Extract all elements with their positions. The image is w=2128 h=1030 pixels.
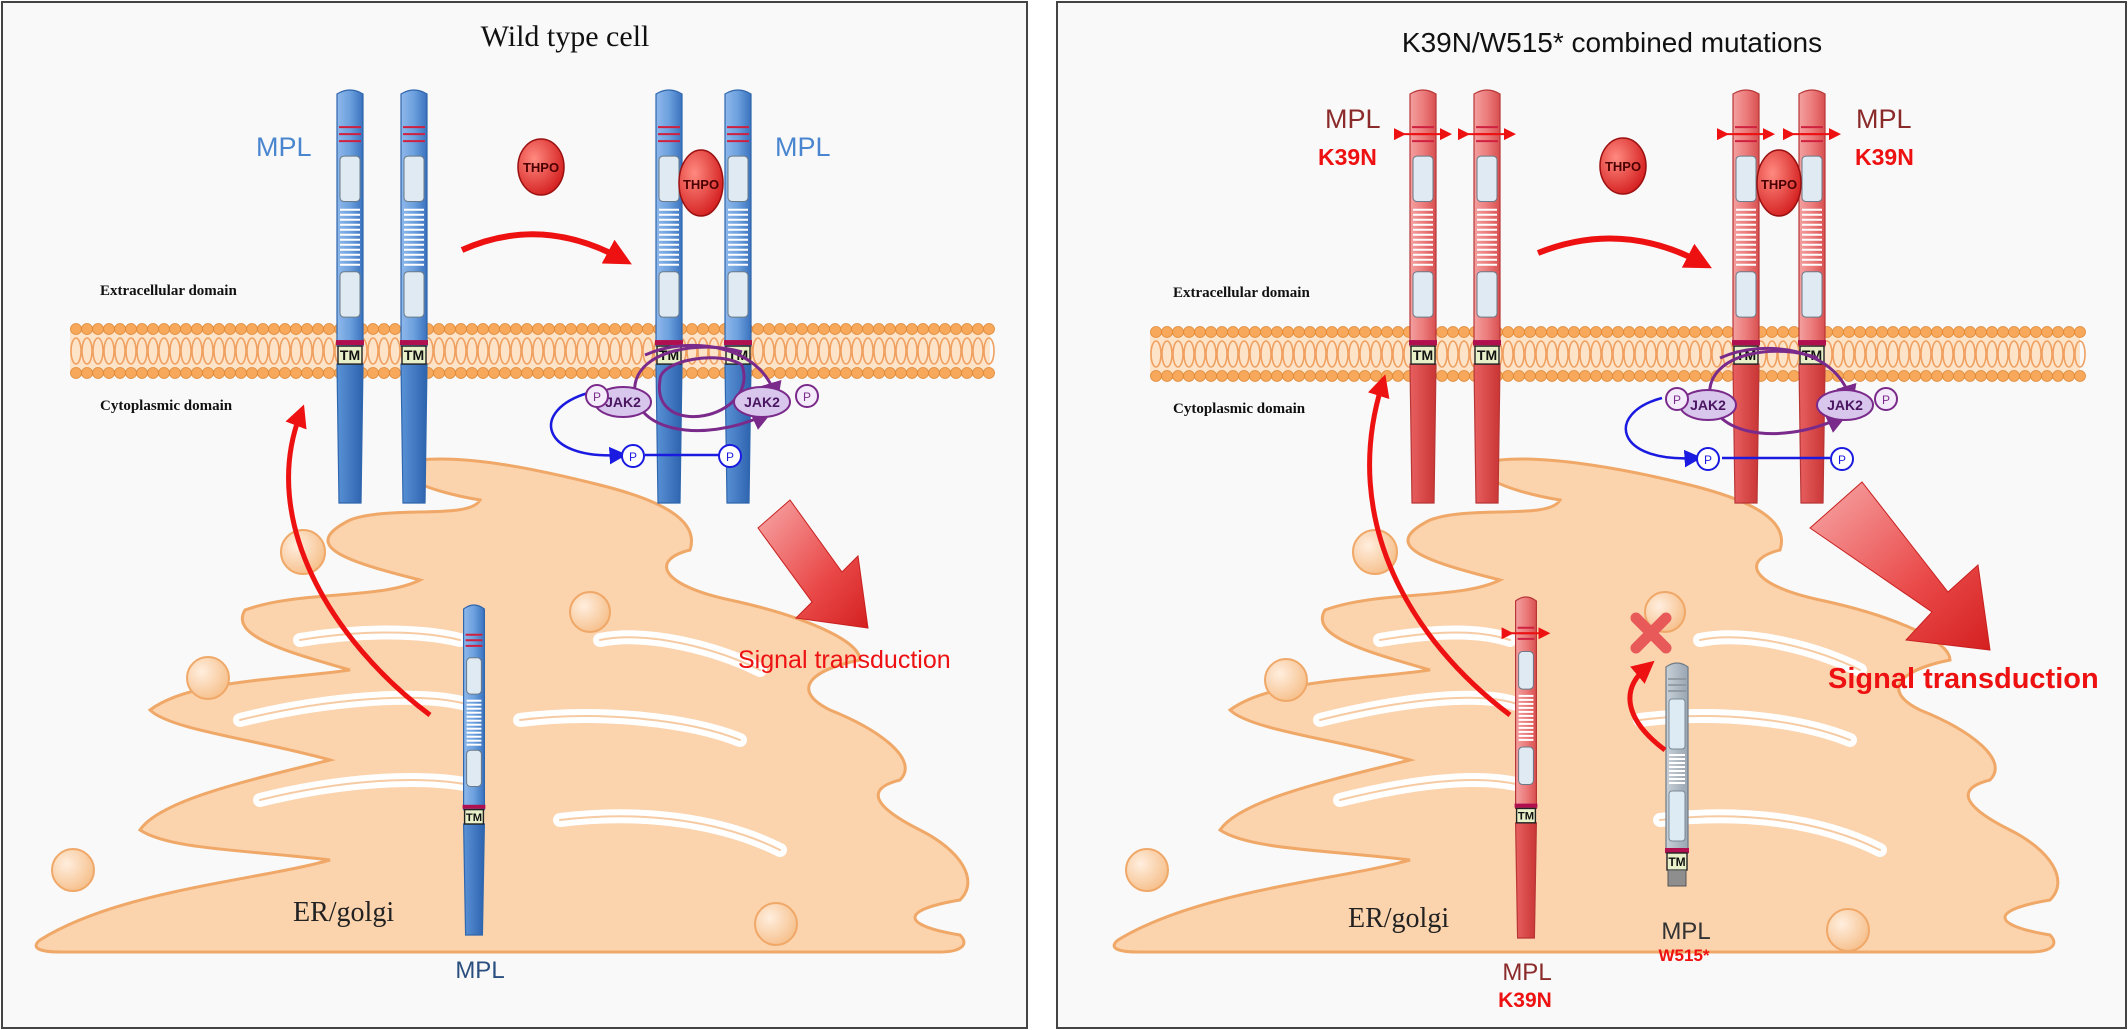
left-binding-arrow: [460, 231, 632, 265]
right-jak-signalling: JAK2 JAK2 P P P P: [1624, 346, 1898, 471]
right-signal-label: Signal transduction: [1828, 663, 2099, 695]
left-mpl-receptor-2: TM: [400, 89, 428, 504]
right-membrane: [1150, 326, 2086, 382]
left-mpl-receptor-4: TM: [724, 89, 752, 504]
right-p-jak-2: P: [1882, 393, 1890, 407]
left-p-receptor-1: P: [629, 450, 637, 464]
right-panel: K39N/W515* combined mutations ER/golgi E…: [1056, 1, 2127, 1029]
left-jak2-label-2: JAK2: [744, 394, 780, 410]
right-k39n-active-label: K39N: [1855, 144, 1914, 170]
left-trafficking-arrow: [285, 404, 432, 717]
tm-label: TM: [466, 812, 482, 824]
left-er-golgi: ER/golgi: [34, 457, 970, 954]
right-er-mpl-w515-receptor: TM: [1665, 662, 1689, 887]
right-mpl-receptor-2: TM: [1458, 89, 1516, 504]
left-jak2-label-1: JAK2: [605, 394, 641, 410]
left-p-receptor-2: P: [726, 450, 734, 464]
left-thpo-free-label: THPO: [523, 160, 559, 175]
tm-label: TM: [1477, 347, 1497, 363]
right-trafficking-arrow: [1367, 374, 1512, 717]
left-er-mpl-receptor: TM: [462, 604, 486, 936]
left-p-jak-1: P: [593, 390, 601, 404]
left-p-jak-2: P: [803, 390, 811, 404]
left-mpl-label: MPL: [256, 132, 312, 162]
right-p-jak-1: P: [1673, 393, 1681, 407]
left-extracellular-label: Extracellular domain: [100, 283, 237, 299]
right-mpl-receptor-3: TM: [1717, 89, 1775, 504]
right-signal-arrow: [1809, 481, 1991, 651]
right-vesicles: [1125, 529, 1870, 952]
tm-label: TM: [340, 347, 360, 363]
left-panel-title: Wild type cell: [481, 20, 650, 53]
right-thpo-free: THPO: [1599, 137, 1647, 195]
right-er-mpl-k39n-receptor: TM: [1501, 596, 1551, 939]
left-signal-label: Signal transduction: [738, 646, 951, 674]
right-mpl-active-label: MPL: [1856, 104, 1912, 134]
right-jak2-label-2: JAK2: [1827, 397, 1863, 413]
right-mpl-label: MPL: [1325, 104, 1381, 134]
right-blocked-arrow: [1627, 660, 1667, 752]
left-panel: Wild type cell ER/golgi Extracellular do…: [1, 1, 1028, 1029]
right-w515-label: W515*: [1658, 946, 1709, 965]
right-panel-title: K39N/W515* combined mutations: [1402, 27, 1822, 58]
left-membrane: [70, 323, 995, 379]
right-p-receptor-1: P: [1704, 453, 1712, 467]
right-er-k39n-label: K39N: [1498, 989, 1552, 1012]
tm-label: TM: [1518, 811, 1534, 823]
right-mpl-receptor-1: TM: [1394, 89, 1452, 504]
blocked-x-icon: [1630, 612, 1672, 654]
right-truncated-mpl-label: MPL: [1661, 918, 1710, 945]
tm-label: TM: [404, 347, 424, 363]
right-thpo-bound: THPO: [1756, 149, 1802, 217]
right-jak2-label-1: JAK2: [1690, 397, 1726, 413]
left-cytoplasmic-label: Cytoplasmic domain: [100, 398, 233, 414]
right-thpo-free-label: THPO: [1605, 159, 1641, 174]
left-mpl-receptor-3: TM: [655, 89, 683, 504]
left-signal-arrow: [757, 499, 869, 629]
left-thpo-free: THPO: [517, 138, 565, 196]
left-jak-signalling: JAK2 JAK2 P P P P: [549, 343, 819, 468]
right-cytoplasmic-label: Cytoplasmic domain: [1173, 401, 1306, 417]
right-er-golgi-label: ER/golgi: [1348, 903, 1449, 934]
right-thpo-bound-label: THPO: [1761, 177, 1797, 192]
left-mpl-active-label: MPL: [775, 132, 831, 162]
right-er-mpl-label: MPL: [1502, 959, 1551, 986]
right-p-receptor-2: P: [1838, 453, 1846, 467]
left-thpo-bound-label: THPO: [683, 177, 719, 192]
right-binding-arrow: [1536, 235, 1712, 269]
left-mpl-receptor-1: TM: [336, 89, 364, 504]
tm-label: TM: [1668, 855, 1685, 869]
left-er-golgi-label: ER/golgi: [293, 897, 394, 928]
right-extracellular-label: Extracellular domain: [1173, 285, 1310, 301]
right-k39n-label: K39N: [1318, 144, 1377, 170]
tm-label: TM: [1413, 347, 1433, 363]
left-thpo-bound: THPO: [678, 149, 724, 217]
left-er-mpl-label: MPL: [455, 957, 504, 984]
